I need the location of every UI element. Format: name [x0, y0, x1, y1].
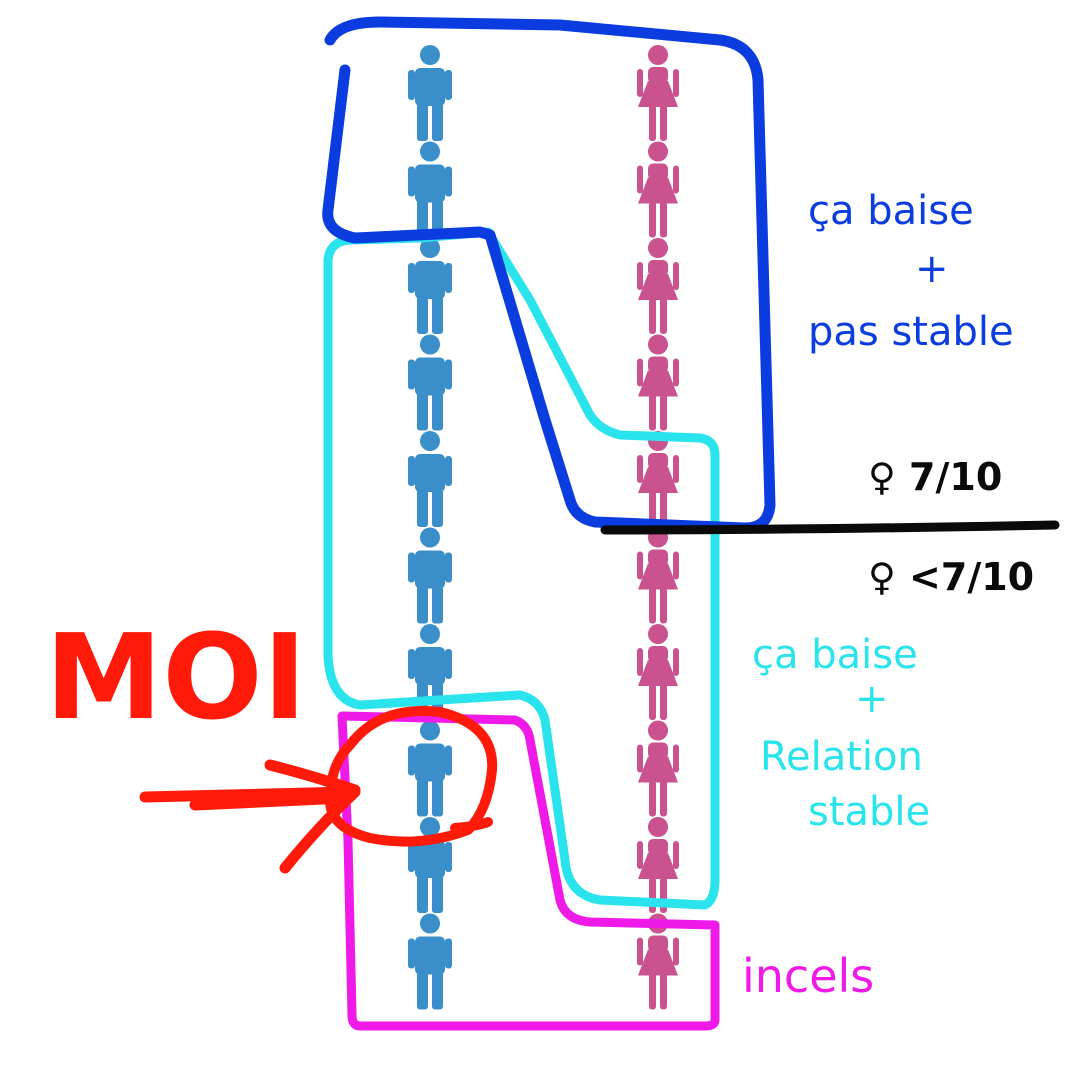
group3-label: incels	[742, 949, 874, 1003]
male-column	[408, 45, 452, 1010]
woman-icon	[637, 431, 679, 527]
group1-label-plus: +	[915, 246, 949, 292]
woman-icon	[637, 624, 679, 720]
woman-icon	[637, 141, 679, 238]
woman-icon	[637, 527, 679, 624]
man-icon	[408, 527, 452, 624]
man-icon	[408, 238, 452, 334]
group2-outline	[323, 227, 720, 910]
threshold-below-label: ♀ <7/10	[868, 555, 1034, 599]
man-icon	[408, 45, 452, 141]
group2-label-line1: ça baise	[752, 632, 918, 678]
arrow-icon	[139, 759, 361, 874]
man-icon	[408, 431, 452, 527]
woman-icon	[637, 334, 679, 431]
me-circle-tail	[450, 817, 493, 833]
group1-outline	[322, 16, 776, 534]
group2-label-line3: stable	[808, 789, 930, 835]
group1-label-line2: pas stable	[808, 309, 1014, 355]
me-label: MOI	[45, 608, 307, 746]
man-icon	[408, 141, 452, 238]
man-icon	[408, 334, 452, 431]
group2-label-plus: +	[855, 676, 889, 722]
threshold-line	[600, 520, 1060, 535]
woman-icon	[637, 238, 679, 334]
woman-icon	[637, 45, 679, 141]
man-icon	[408, 913, 452, 1010]
man-icon	[408, 817, 452, 913]
group1-label: ça baise + pas stable	[808, 188, 1014, 355]
group3-outline	[337, 711, 720, 1031]
woman-icon	[637, 720, 679, 817]
group2-label-line2: Relation	[760, 734, 923, 780]
group2-label: ça baise + Relation stable	[752, 632, 930, 835]
group1-label-line1: ça baise	[808, 188, 974, 234]
man-icon	[408, 720, 452, 817]
threshold-above-label: ♀ 7/10	[868, 455, 1002, 499]
